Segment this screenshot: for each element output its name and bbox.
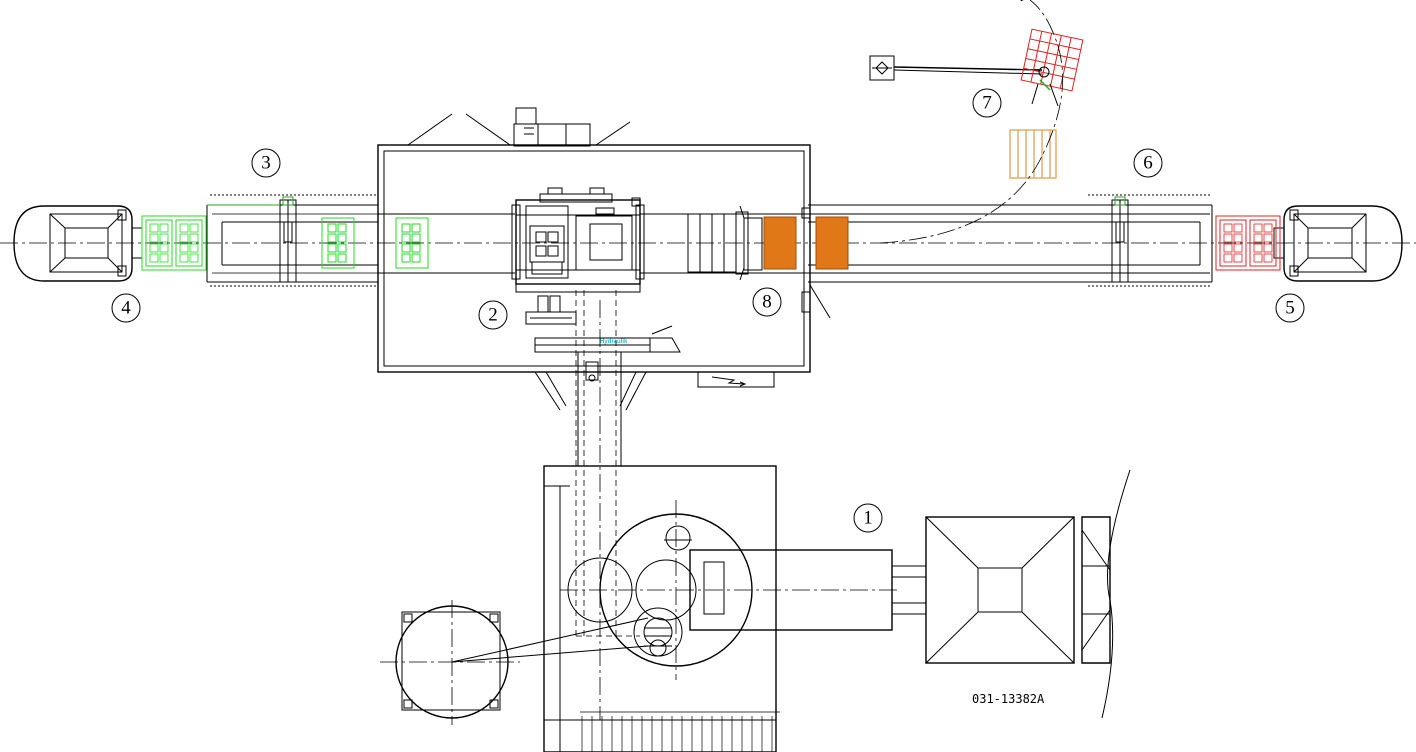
wooden-pallet xyxy=(1009,129,1057,179)
orange-block-2 xyxy=(815,216,849,270)
red-pallet-stack-right xyxy=(1215,215,1281,271)
robot-cell xyxy=(869,28,1084,107)
drawing-number: 031-13382A xyxy=(972,692,1045,706)
hydraulic-unit: Hydraulik xyxy=(534,325,681,411)
pulley xyxy=(380,600,649,725)
shuttle-left xyxy=(207,196,297,283)
press-enclosure xyxy=(377,107,831,388)
break-line xyxy=(1101,469,1131,719)
svg-text:6: 6 xyxy=(1143,153,1153,174)
callout-8: 8 xyxy=(752,287,782,317)
callout-6: 6 xyxy=(1133,148,1163,178)
hydraulik-label: Hydraulik xyxy=(600,339,628,345)
svg-text:1: 1 xyxy=(863,508,873,529)
transfer-line xyxy=(0,194,1416,287)
callout-1: 1 xyxy=(853,503,883,533)
callout-4: 4 xyxy=(111,293,141,323)
svg-text:2: 2 xyxy=(488,305,498,326)
truck-right xyxy=(1273,205,1403,282)
top-note-fragment: p xyxy=(1020,0,1027,2)
green-pallet-1 xyxy=(321,217,355,269)
green-pallet-2 xyxy=(395,217,429,269)
svg-text:4: 4 xyxy=(121,298,131,319)
callout-3: 3 xyxy=(251,148,281,178)
press-mechanism xyxy=(511,187,645,325)
callout-2: 2 xyxy=(478,300,508,330)
pyramid-hopper xyxy=(925,516,1111,664)
callout-5: 5 xyxy=(1275,293,1305,323)
callout-7: 7 xyxy=(972,88,1002,118)
orange-block-1 xyxy=(763,216,797,270)
svg-text:5: 5 xyxy=(1285,298,1295,319)
svg-text:7: 7 xyxy=(982,93,992,114)
truck-left xyxy=(13,205,143,282)
transfer-unit xyxy=(687,205,763,281)
robot-path-arc xyxy=(879,0,1064,244)
feed-chute xyxy=(575,290,640,720)
shuttle-right xyxy=(1111,196,1129,283)
svg-text:3: 3 xyxy=(261,153,271,174)
svg-text:8: 8 xyxy=(762,292,772,313)
green-pallet-stack-left xyxy=(141,215,207,271)
